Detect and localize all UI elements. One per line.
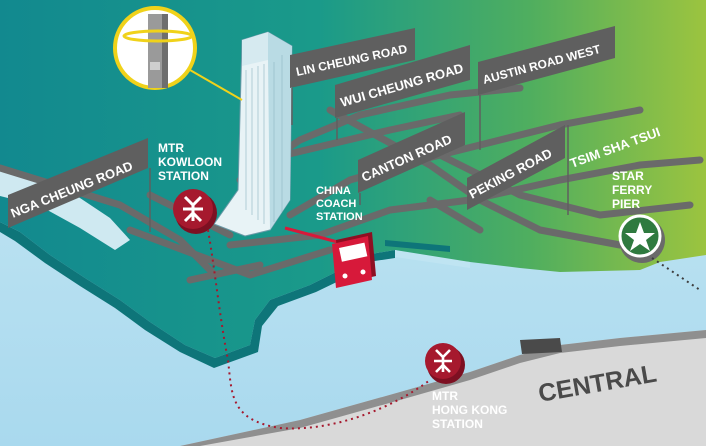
ferry-route	[651, 257, 701, 291]
china-coach-label: CHINA COACH STATION	[316, 185, 363, 223]
svg-text:COACH: COACH	[316, 198, 356, 210]
tower-inset-icon	[113, 6, 243, 101]
svg-text:HONG KONG: HONG KONG	[432, 403, 507, 417]
hong-kong-island-edge	[180, 330, 706, 446]
star-icon	[618, 214, 665, 263]
icc-tower	[213, 31, 293, 237]
svg-text:STATION: STATION	[432, 417, 483, 431]
star-ferry-label: STAR FERRY PIER	[612, 169, 652, 211]
pier-1	[395, 250, 470, 268]
bus-icon	[332, 232, 376, 288]
mtr-hong-kong-logo-icon	[425, 343, 465, 384]
mtr-kowloon-label: MTR KOWLOON STATION	[158, 141, 222, 183]
svg-text:STAR: STAR	[612, 169, 644, 183]
svg-text:MTR: MTR	[432, 389, 458, 403]
mtr-logo-icon	[173, 189, 217, 234]
coach-pointer	[284, 226, 346, 246]
svg-text:STATION: STATION	[316, 211, 363, 223]
central-pier	[520, 338, 562, 354]
svg-text:CHINA: CHINA	[316, 185, 351, 197]
pier-2	[385, 240, 450, 252]
svg-text:FERRY: FERRY	[612, 183, 652, 197]
mtr-hong-kong-label: MTR HONG KONG STATION	[432, 389, 507, 431]
road-sign-lin-cheung: LIN CHEUNG ROAD	[290, 28, 415, 125]
mtr-route-dotted	[207, 229, 431, 430]
svg-text:MTR: MTR	[158, 141, 184, 155]
svg-text:PIER: PIER	[612, 197, 640, 211]
svg-text:KOWLOON: KOWLOON	[158, 155, 222, 169]
svg-text:STATION: STATION	[158, 169, 209, 183]
